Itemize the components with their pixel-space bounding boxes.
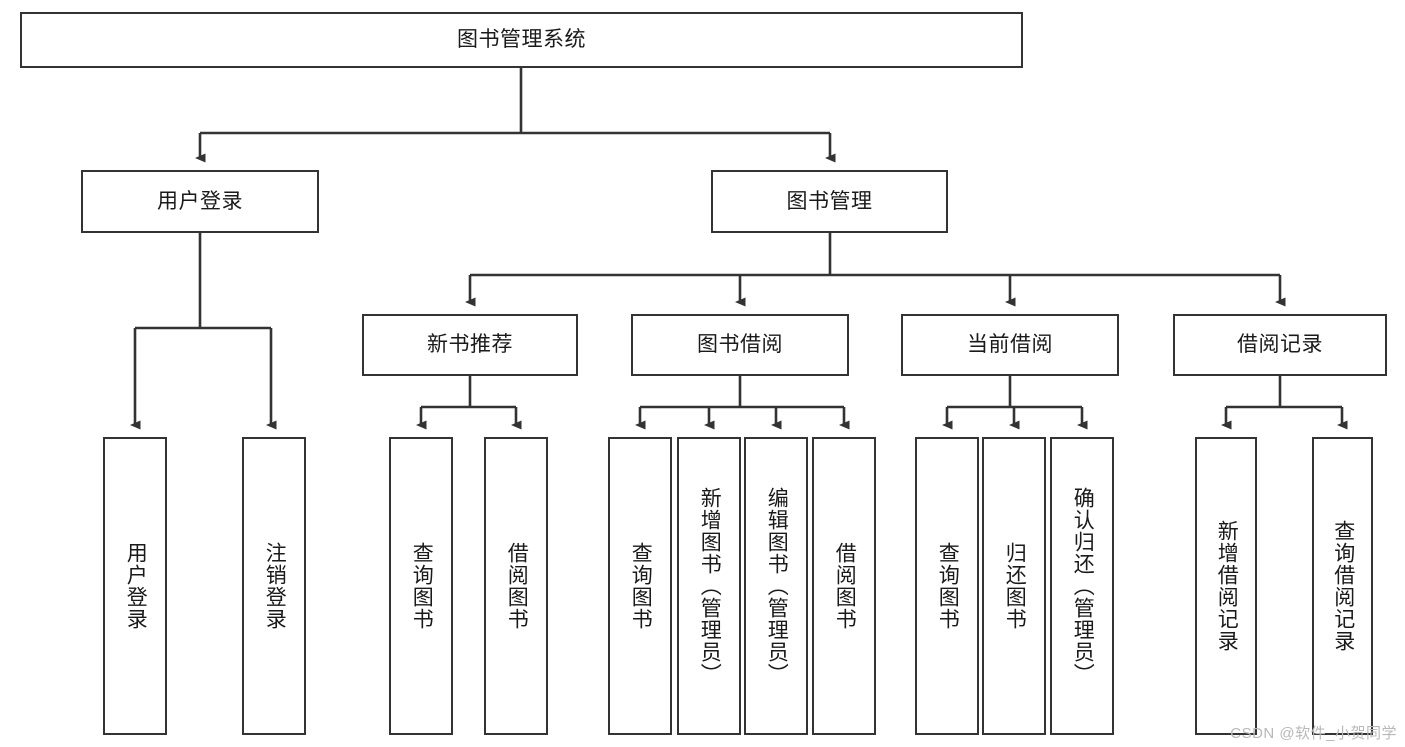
leaf-return-book-label: 归还图书 [1003, 542, 1027, 630]
leaf-query-book-3[interactable]: 查询图书 [915, 437, 979, 735]
node-current-borrow-label: 当前借阅 [967, 333, 1053, 357]
node-root-label: 图书管理系统 [457, 28, 586, 52]
node-user-login[interactable]: 用户登录 [81, 170, 319, 233]
leaf-add-book[interactable]: 新增图书（管理员） [677, 437, 741, 735]
node-book-manage-label: 图书管理 [786, 189, 873, 213]
node-borrow-record-label: 借阅记录 [1237, 333, 1323, 357]
leaf-edit-book-label: 编辑图书（管理员） [765, 487, 789, 685]
leaf-user-login[interactable]: 用户登录 [103, 437, 167, 735]
leaf-user-login-label: 用户登录 [124, 542, 148, 630]
leaf-add-borrow-record[interactable]: 新增借阅记录 [1195, 437, 1257, 735]
node-user-login-label: 用户登录 [157, 189, 243, 213]
leaf-query-book-1-label: 查询图书 [410, 542, 434, 630]
leaf-query-borrow-record-label: 查询借阅记录 [1331, 520, 1355, 652]
leaf-query-book-2-label: 查询图书 [629, 542, 653, 630]
node-root[interactable]: 图书管理系统 [20, 12, 1023, 68]
leaf-query-book-1[interactable]: 查询图书 [389, 437, 453, 735]
node-book-manage[interactable]: 图书管理 [711, 170, 948, 233]
leaf-query-borrow-record[interactable]: 查询借阅记录 [1312, 437, 1373, 735]
leaf-borrow-book-2[interactable]: 借阅图书 [812, 437, 876, 735]
node-new-book-recommend[interactable]: 新书推荐 [362, 314, 578, 376]
leaf-borrow-book-1-label: 借阅图书 [505, 542, 529, 630]
leaf-borrow-book-1[interactable]: 借阅图书 [484, 437, 548, 735]
node-current-borrow[interactable]: 当前借阅 [901, 314, 1119, 376]
leaf-borrow-book-2-label: 借阅图书 [833, 542, 857, 630]
node-borrow-record[interactable]: 借阅记录 [1173, 314, 1387, 376]
leaf-edit-book[interactable]: 编辑图书（管理员） [744, 437, 808, 735]
leaf-query-book-2[interactable]: 查询图书 [608, 437, 672, 735]
leaf-confirm-return[interactable]: 确认归还（管理员） [1050, 437, 1114, 735]
leaf-add-book-label: 新增图书（管理员） [698, 487, 722, 685]
leaf-user-logout-label: 注销登录 [263, 542, 287, 630]
leaf-add-borrow-record-label: 新增借阅记录 [1215, 520, 1239, 652]
leaf-return-book[interactable]: 归还图书 [982, 437, 1046, 735]
node-book-borrow[interactable]: 图书借阅 [631, 314, 849, 376]
leaf-confirm-return-label: 确认归还（管理员） [1071, 487, 1095, 685]
leaf-query-book-3-label: 查询图书 [936, 542, 960, 630]
node-book-borrow-label: 图书借阅 [697, 333, 783, 357]
leaf-user-logout[interactable]: 注销登录 [242, 437, 306, 735]
watermark-text: CSDN @软件_小贺同学 [1230, 725, 1397, 742]
node-new-book-recommend-label: 新书推荐 [427, 333, 513, 357]
